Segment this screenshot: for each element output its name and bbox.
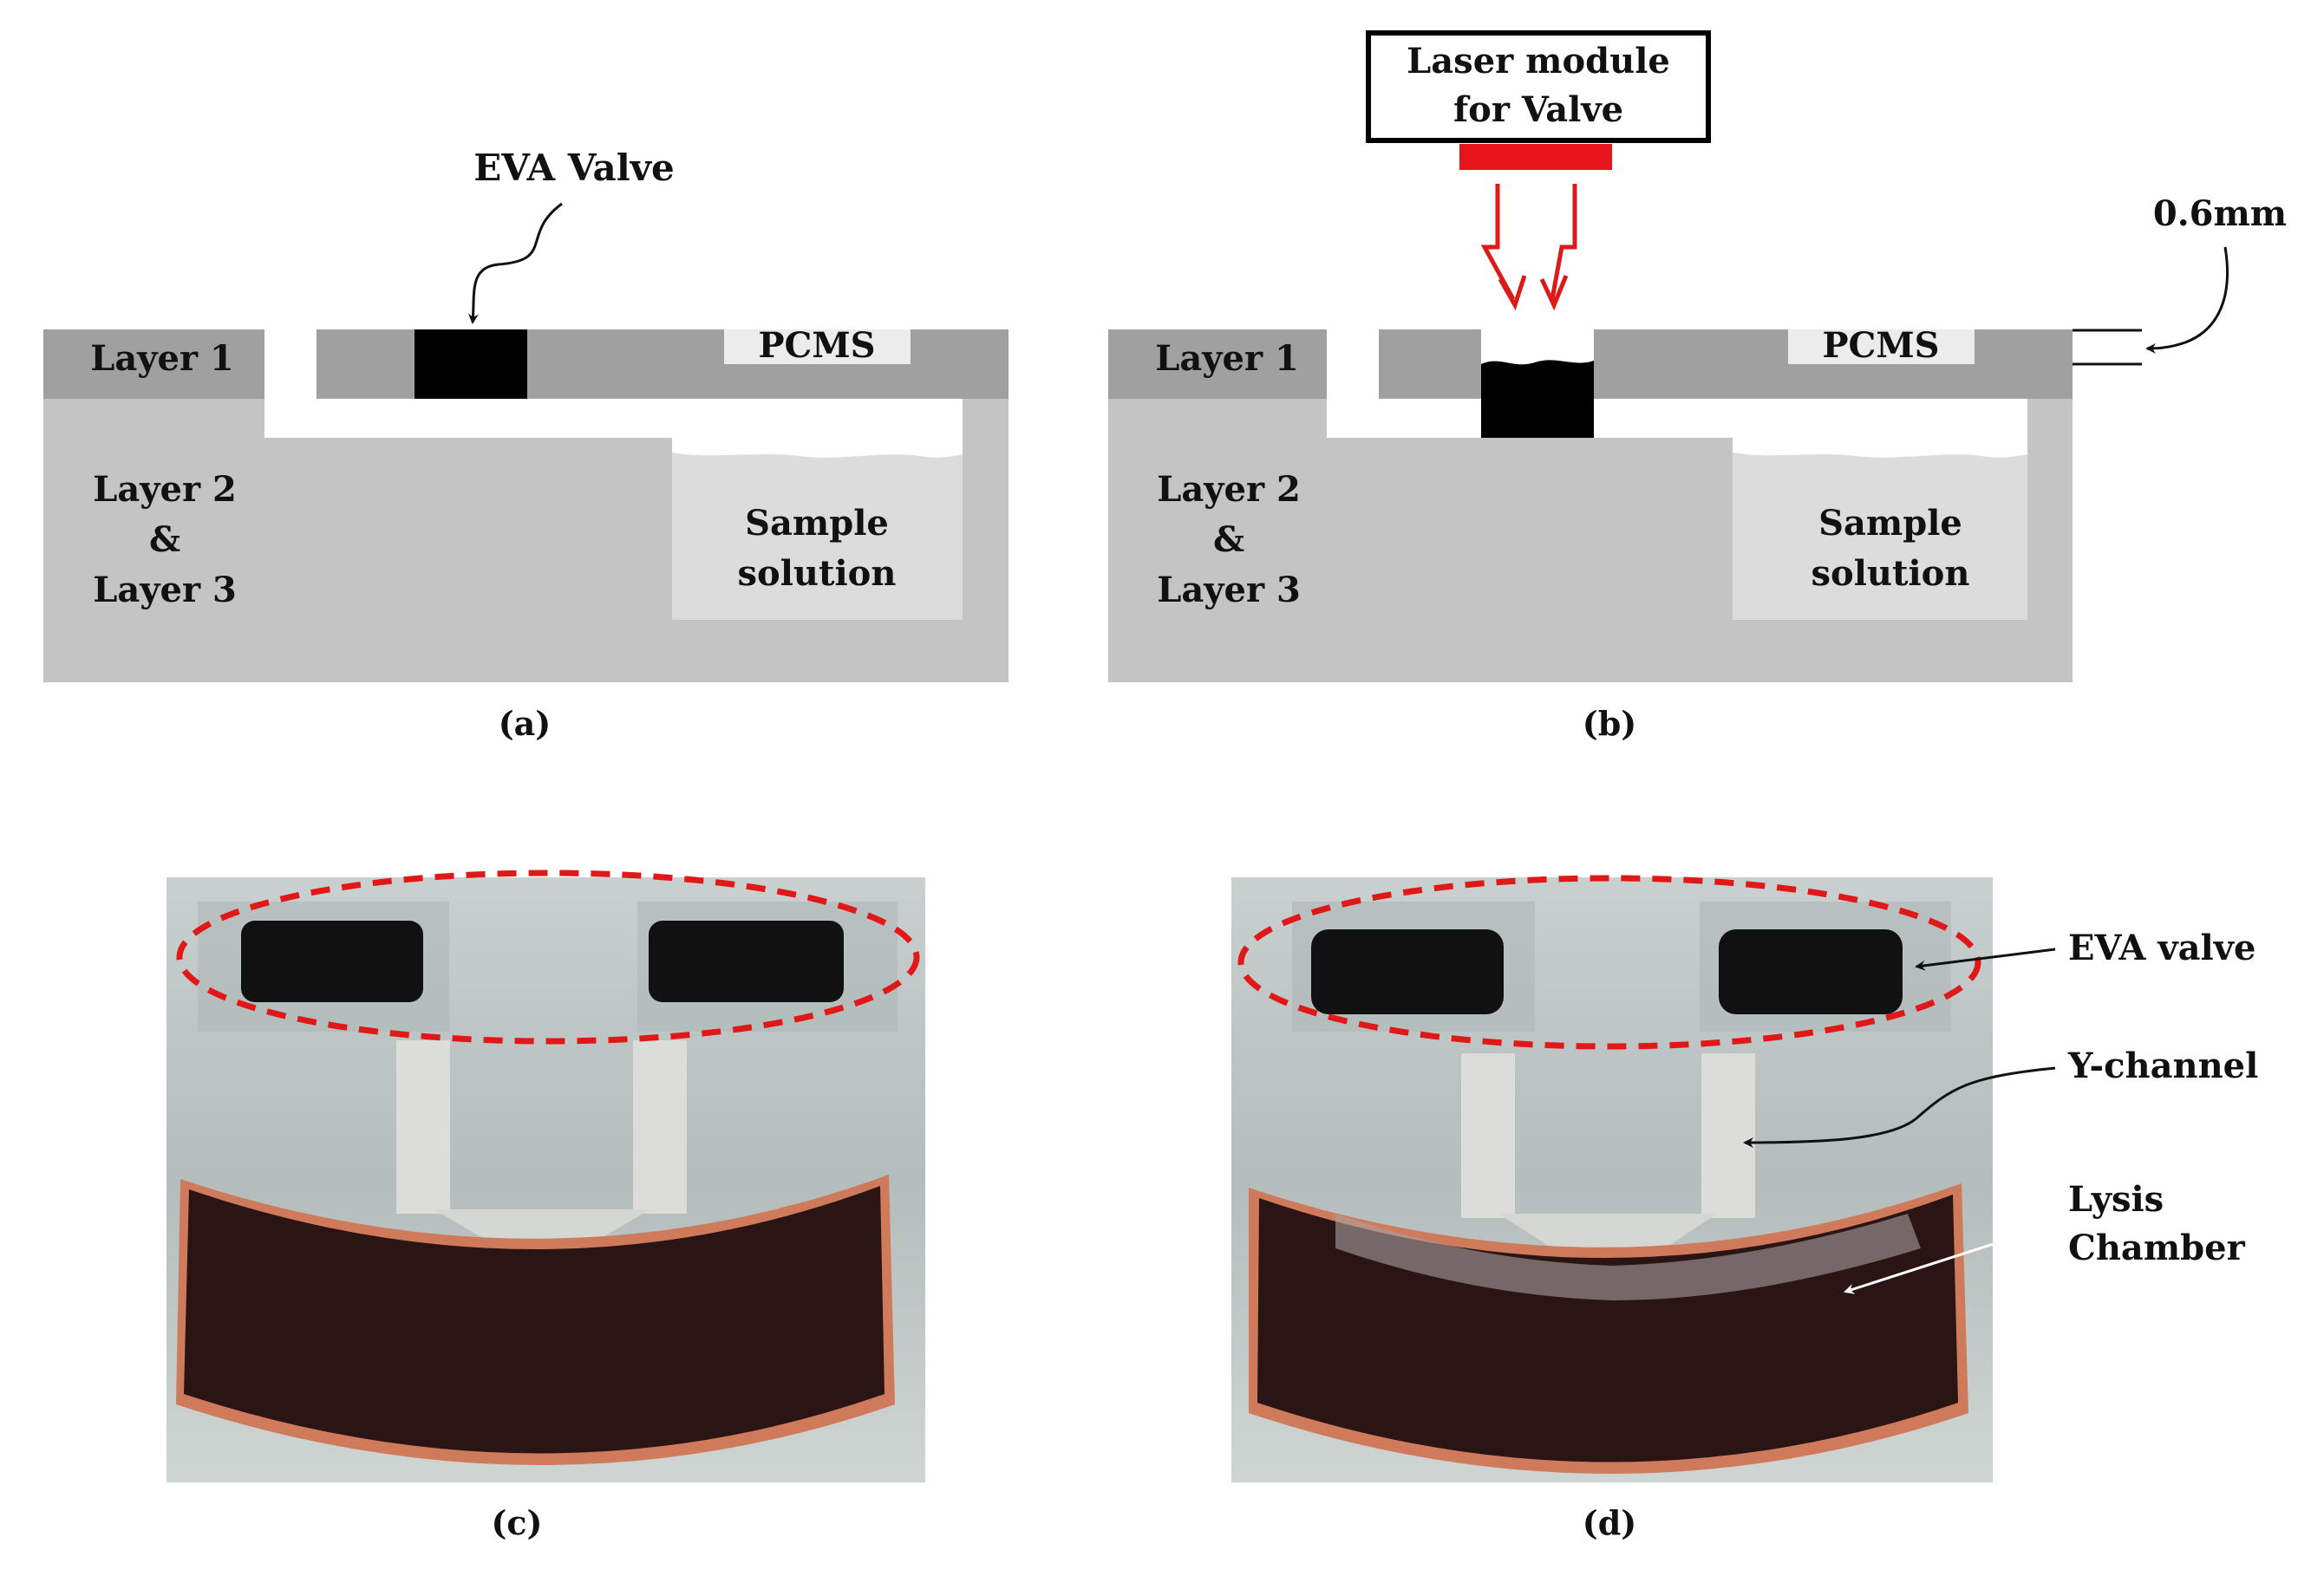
layer1-label-b: Layer 1: [1155, 338, 1299, 379]
layer23-label-line3: Layer 3: [93, 570, 237, 610]
pcms-label: PCMS: [758, 325, 875, 366]
layer23-label-line1: Layer 2: [93, 469, 237, 510]
layer1-left: [43, 329, 264, 399]
ychannel-callout-label: Y-channel: [2067, 1046, 2258, 1086]
layer1-left-b: [1108, 329, 1327, 399]
pcms-label-b: PCMS: [1822, 325, 1939, 366]
photo-d-junction: [1498, 1214, 1717, 1248]
photo-d-fluid-front: [1335, 1214, 1921, 1300]
lysis-callout-arrow: [1844, 1222, 2056, 1294]
photo-c-valve-left: [241, 921, 423, 1002]
panel-a: PCMS Layer 1 Layer 2 & Layer 3 Sample so…: [43, 147, 1009, 743]
laser-label-line1: Laser module: [1407, 41, 1670, 81]
eva-valve-label: EVA Valve: [473, 147, 675, 189]
laser-label-line2: for Valve: [1453, 89, 1623, 130]
caption-c: (c): [491, 1503, 542, 1542]
thickness-label: 0.6mm: [2153, 193, 2287, 234]
pcms-box: [724, 329, 911, 364]
pcms-box-b: [1788, 329, 1975, 364]
sample-label-line2: solution: [738, 553, 897, 594]
caption-b: (b): [1583, 704, 1637, 743]
sample-label-line1: Sample: [745, 503, 889, 544]
sample-label-b-line2: solution: [1812, 553, 1970, 594]
layer1-label: Layer 1: [90, 338, 234, 379]
photo-c-valve-right: [649, 921, 844, 1002]
photo-c-lysis-chamber: [184, 1186, 885, 1454]
thickness-arrow: [2145, 246, 2229, 354]
photo-d-highlight-ellipse: [1237, 875, 1981, 1050]
caption-a: (a): [499, 704, 552, 743]
photo-c-highlight-ellipse: [176, 870, 920, 1045]
layer23-label-b-line3: Layer 3: [1157, 570, 1301, 610]
eva-valve-block: [415, 329, 527, 399]
panel-d: EVA valve Y-channel Lysis Chamber (d): [1231, 875, 2258, 1542]
lysis-callout-line2: Chamber: [2068, 1228, 2246, 1268]
eva-valve-callout-label: EVA valve: [2068, 928, 2255, 968]
layer23-label-line2: &: [149, 519, 180, 560]
panel-c: (c): [166, 870, 925, 1542]
laser-beam-right-head: [1539, 275, 1569, 311]
photo-c-channel-right: [633, 1040, 687, 1214]
laser-beam-left-head: [1498, 275, 1527, 311]
photo-d-valve-left: [1311, 929, 1504, 1014]
eva-valve-callout-arrow: [1915, 948, 2056, 971]
eva-valve-arrow: [467, 202, 563, 324]
photo-c-channel-left: [396, 1040, 450, 1214]
ychannel-callout-arrow: [1743, 1066, 2056, 1148]
sample-label-b-line1: Sample: [1818, 503, 1962, 544]
photo-d-channel-left: [1461, 1053, 1515, 1218]
laser-emitter: [1459, 144, 1612, 170]
photo-c-junction: [434, 1209, 650, 1240]
layer23-label-b-line2: &: [1213, 519, 1244, 560]
lysis-callout-line1: Lysis: [2068, 1179, 2164, 1220]
laser-beam-left: [1480, 184, 1516, 301]
photo-d-channel-right: [1701, 1053, 1755, 1218]
laser-module-box: [1366, 30, 1711, 143]
sample-solution: [672, 453, 963, 620]
sample-solution-b: [1733, 453, 2027, 620]
layer23-label-b-line1: Layer 2: [1157, 469, 1301, 510]
panel-b: Laser module for Valve PCMS Layer 1 Laye…: [1108, 30, 2287, 743]
laser-beam-right: [1550, 184, 1577, 300]
eva-valve-melted: [1481, 360, 1594, 438]
layer23-body-b: [1108, 399, 2073, 682]
layer23-body: [43, 399, 1009, 682]
photo-d-valve-right: [1719, 929, 1903, 1014]
layer1-right-b-a: [1379, 329, 1481, 399]
caption-d: (d): [1583, 1503, 1637, 1542]
